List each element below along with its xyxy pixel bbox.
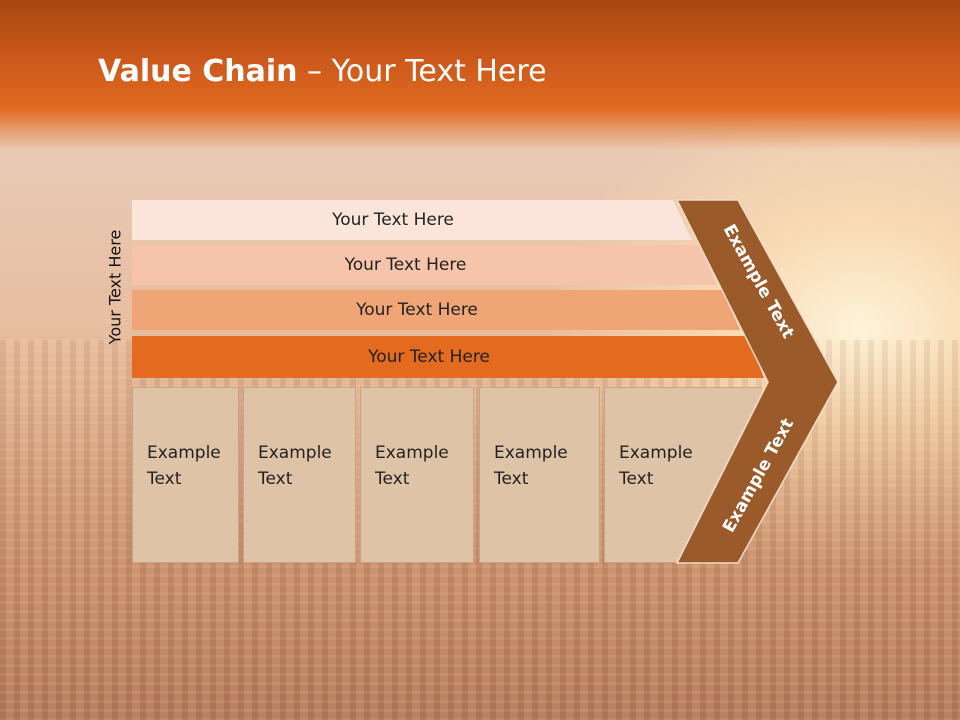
row-bar-1: Your Text Here bbox=[132, 200, 692, 240]
title-bold: Value Chain bbox=[98, 54, 298, 89]
box-5-line2: Text bbox=[619, 469, 654, 489]
activity-box-4: Example Text bbox=[479, 387, 600, 563]
activity-box-1: Example Text bbox=[132, 387, 239, 563]
activity-box-3: Example Text bbox=[360, 387, 474, 563]
box-3-line2: Text bbox=[375, 469, 410, 489]
row-label-4: Your Text Here bbox=[368, 347, 490, 367]
box-2-line2: Text bbox=[258, 469, 293, 489]
header-band bbox=[0, 0, 960, 150]
activity-box-2: Example Text bbox=[243, 387, 356, 563]
box-1-line2: Text bbox=[147, 469, 182, 489]
row-bar-3: Your Text Here bbox=[132, 290, 740, 330]
row-bar-2: Your Text Here bbox=[132, 245, 717, 285]
box-5-line1: Example bbox=[619, 443, 693, 463]
row-label-2: Your Text Here bbox=[344, 255, 467, 275]
box-3-line1: Example bbox=[375, 443, 449, 463]
box-4-line1: Example bbox=[494, 443, 568, 463]
box-1-line1: Example bbox=[147, 443, 221, 463]
box-2-line1: Example bbox=[258, 443, 332, 463]
row-label-1: Your Text Here bbox=[332, 210, 454, 230]
row-label-3: Your Text Here bbox=[356, 300, 478, 320]
margin-chevron-shape bbox=[675, 199, 839, 564]
reflection bbox=[0, 563, 960, 720]
row-bar-4: Your Text Here bbox=[132, 336, 764, 378]
slide-title: Value Chain – Your Text Here bbox=[98, 54, 547, 89]
title-rest: – Your Text Here bbox=[297, 54, 547, 89]
box-4-line2: Text bbox=[494, 469, 529, 489]
